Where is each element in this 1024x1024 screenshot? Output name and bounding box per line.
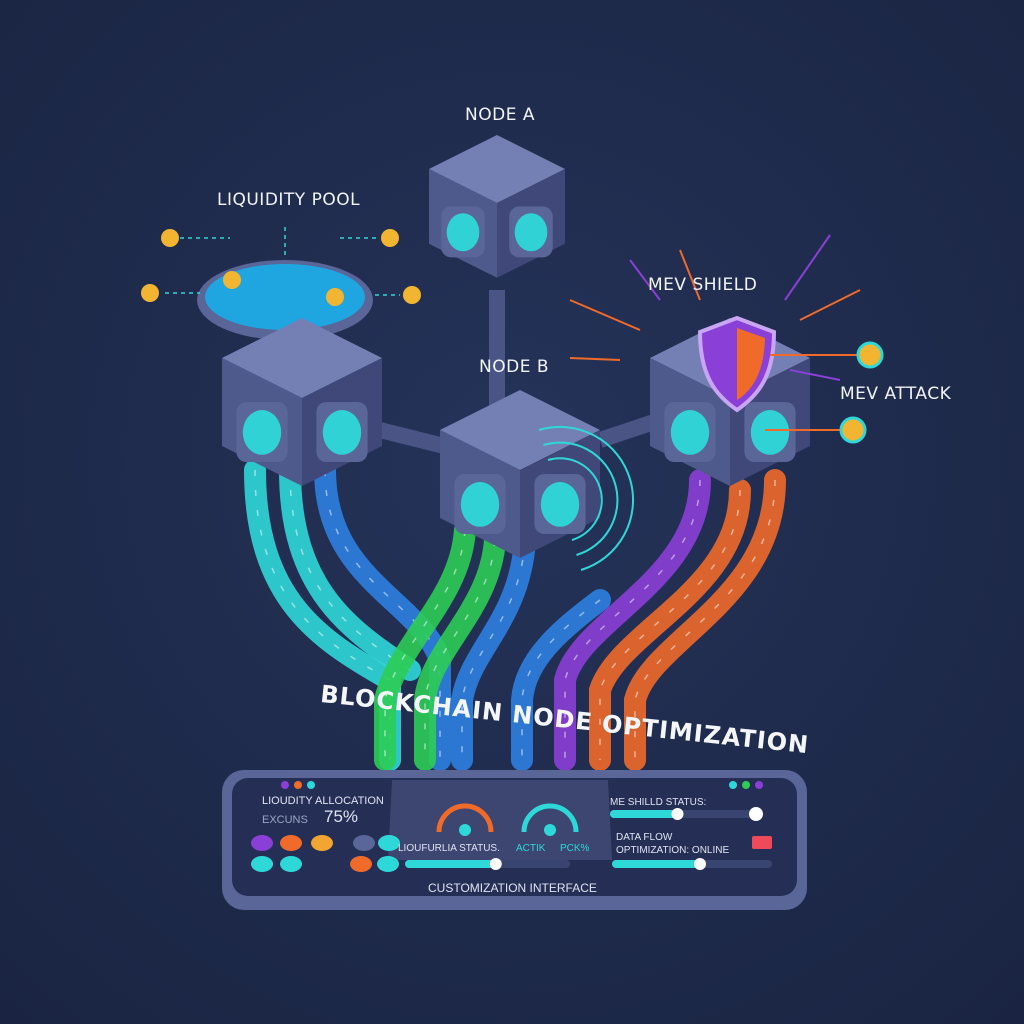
data-flow-arrows xyxy=(599,489,741,760)
data-flow-stream xyxy=(244,459,401,771)
data-flow-label: DATA FLOW xyxy=(616,832,673,843)
mev-shield-label: MEV SHIELD xyxy=(648,275,758,295)
port-light-icon xyxy=(750,410,790,455)
mev-attack-ray xyxy=(569,299,641,331)
status-slider-thumb[interactable] xyxy=(489,858,502,870)
control-button[interactable] xyxy=(311,835,333,851)
gauge-icon xyxy=(436,803,494,833)
gauge-needle-hub xyxy=(459,824,471,836)
data-flow-arrows xyxy=(289,469,411,671)
status-label: LIOUFURLIA STATUS. xyxy=(398,843,500,854)
data-flow-arrows xyxy=(521,599,601,760)
port-light-icon xyxy=(514,213,548,252)
mev-attack-ray xyxy=(799,289,861,321)
port-light-icon xyxy=(460,482,500,527)
liquidity-pool-water xyxy=(205,264,365,330)
data-flow-arrows xyxy=(324,469,441,760)
indicator-light xyxy=(281,781,289,789)
mev-attack-ray xyxy=(679,249,701,301)
allocation-sub-label: EXCUNS xyxy=(262,814,308,826)
attacker-coin-icon xyxy=(856,341,884,369)
data-flow-arrows xyxy=(384,529,466,760)
coin-icon xyxy=(223,271,241,289)
gauge-bay xyxy=(388,780,612,860)
node-b-cube xyxy=(440,390,600,558)
indicator-light xyxy=(755,781,763,789)
control-button[interactable] xyxy=(377,856,399,872)
data-flow-status: OPTIMIZATION: ONLINE xyxy=(616,845,730,856)
signal-wave-icon xyxy=(543,441,619,556)
gauge-icon xyxy=(521,803,579,833)
port-light-icon xyxy=(446,213,480,252)
coin-icon xyxy=(326,288,344,306)
control-button[interactable] xyxy=(280,835,302,851)
coin-icon xyxy=(141,284,159,302)
port-light-icon xyxy=(322,410,362,455)
panel-footer-label: CUSTOMIZATION INTERFACE xyxy=(428,881,597,895)
allocation-value: 75% xyxy=(324,807,359,826)
port-light-icon xyxy=(540,482,580,527)
indicator-light xyxy=(742,781,750,789)
shield-slider-thumb[interactable] xyxy=(671,808,684,820)
mev-attack-ray xyxy=(784,234,831,301)
liquidity-pool-label: LIQUIDITY POOL xyxy=(217,190,361,210)
mev-attack-ray xyxy=(629,259,661,301)
port-light-icon xyxy=(242,410,282,455)
coin-icon xyxy=(161,229,179,247)
control-button[interactable] xyxy=(353,835,375,851)
shield-toggle[interactable] xyxy=(749,807,763,821)
mev-attack-ray xyxy=(789,369,841,381)
node-b-label: NODE B xyxy=(479,357,549,377)
mev-attack-ray xyxy=(569,357,621,361)
control-button[interactable] xyxy=(378,835,400,851)
node-a-cube xyxy=(429,135,565,278)
data-flow-arrows xyxy=(461,539,526,760)
indicator-light xyxy=(729,781,737,789)
coin-icon xyxy=(403,286,421,304)
indicator-light xyxy=(307,781,315,789)
port-light-icon xyxy=(670,410,710,455)
mev-attack-label: MEV ATTACK xyxy=(840,384,952,404)
gauge-needle-hub xyxy=(544,824,556,836)
dataflow-slider-fill xyxy=(612,860,700,868)
dataflow-slider-thumb[interactable] xyxy=(694,858,706,870)
liquidity-node-cube xyxy=(222,318,382,486)
liquidity-allocation-label: LIOUDITY ALLOCATION xyxy=(262,795,384,807)
control-button[interactable] xyxy=(350,856,372,872)
control-button[interactable] xyxy=(251,856,273,872)
coin-icon xyxy=(381,229,399,247)
alert-indicator xyxy=(752,836,772,849)
data-flow-arrows xyxy=(424,539,496,760)
node-a-label: NODE A xyxy=(465,105,535,125)
status-slider-fill xyxy=(405,860,496,868)
data-flow-stream xyxy=(624,469,786,771)
indicator-light xyxy=(294,781,302,789)
status-active: ACTIK xyxy=(516,843,546,854)
status-percent: PCK% xyxy=(560,843,590,854)
shield-half xyxy=(737,328,765,400)
attacker-coin-icon xyxy=(839,416,867,444)
shield-status-label: ME SHILLD STATUS: xyxy=(610,797,707,808)
signal-wave-icon xyxy=(547,457,603,541)
signal-wave-icon xyxy=(538,425,635,571)
data-flow-arrows xyxy=(564,479,701,760)
shield-slider-fill xyxy=(610,810,678,818)
control-button[interactable] xyxy=(280,856,302,872)
control-button[interactable] xyxy=(251,835,273,851)
